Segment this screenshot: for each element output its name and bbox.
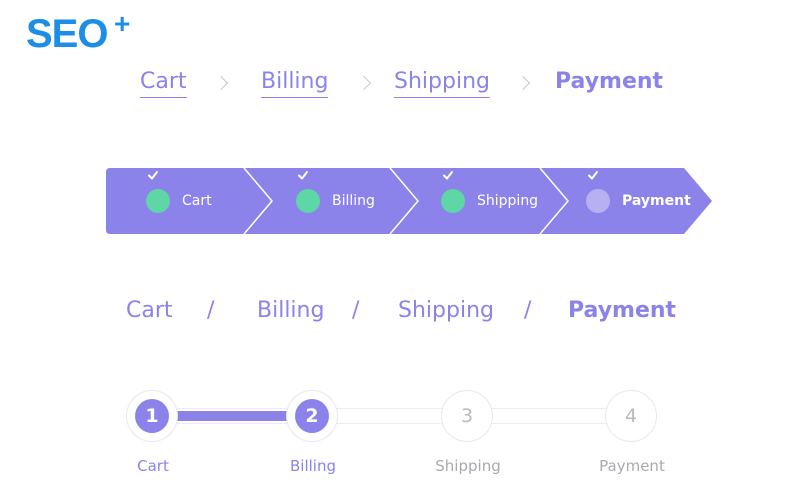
- breadcrumb-separator: /: [524, 298, 532, 323]
- arrow-step-shipping[interactable]: Shipping: [441, 168, 538, 234]
- arrow-step-label: Billing: [332, 193, 375, 209]
- arrow-step-payment[interactable]: Payment: [586, 168, 691, 234]
- stepper-step-4[interactable]: 4: [605, 390, 657, 442]
- check-circle-icon: [296, 171, 320, 213]
- check-circle-icon: [586, 171, 610, 213]
- breadcrumb-slash-shipping[interactable]: Shipping: [398, 298, 494, 323]
- arrow-step-billing[interactable]: Billing: [296, 168, 375, 234]
- breadcrumb-link-cart[interactable]: Cart: [140, 69, 187, 98]
- breadcrumb-current-payment: Payment: [555, 69, 664, 94]
- stepper-step-2[interactable]: 2: [286, 390, 338, 442]
- logo-text: SEO: [26, 12, 108, 56]
- breadcrumb-separator: /: [352, 298, 360, 323]
- arrow-step-cart[interactable]: Cart: [146, 168, 212, 234]
- chevron-right-icon: [515, 75, 531, 91]
- logo-plus: +: [114, 8, 130, 39]
- stepper-step-1[interactable]: 1: [126, 390, 178, 442]
- arrow-step-bar: Cart Billing Shipping Payment: [106, 168, 712, 234]
- stepper-label-billing: Billing: [290, 457, 336, 475]
- breadcrumb-link-shipping[interactable]: Shipping: [394, 69, 490, 98]
- seo-logo: SEO +: [26, 10, 130, 56]
- breadcrumb-slash-cart[interactable]: Cart: [126, 298, 173, 323]
- stepper-label-payment: Payment: [599, 457, 665, 475]
- step-number: 2: [295, 399, 329, 433]
- breadcrumb-slash-current-payment: Payment: [568, 298, 677, 323]
- chevron-right-icon: [356, 75, 372, 91]
- stepper-progress: [152, 411, 312, 421]
- breadcrumb-link-billing[interactable]: Billing: [261, 69, 329, 98]
- stepper-label-shipping: Shipping: [435, 457, 501, 475]
- step-number: 3: [460, 405, 474, 427]
- step-number: 4: [624, 405, 638, 427]
- arrow-bar-shape: [106, 168, 712, 234]
- stepper-label-cart: Cart: [137, 457, 169, 475]
- check-circle-icon: [146, 171, 170, 213]
- chevron-right-icon: [213, 75, 229, 91]
- breadcrumb-slash-billing[interactable]: Billing: [257, 298, 325, 323]
- step-number: 1: [135, 399, 169, 433]
- breadcrumb-separator: /: [207, 298, 215, 323]
- arrow-step-label: Payment: [622, 193, 691, 209]
- stepper-step-3[interactable]: 3: [441, 390, 493, 442]
- check-circle-icon: [441, 171, 465, 213]
- arrow-step-label: Shipping: [477, 193, 539, 209]
- arrow-step-label: Cart: [182, 193, 212, 209]
